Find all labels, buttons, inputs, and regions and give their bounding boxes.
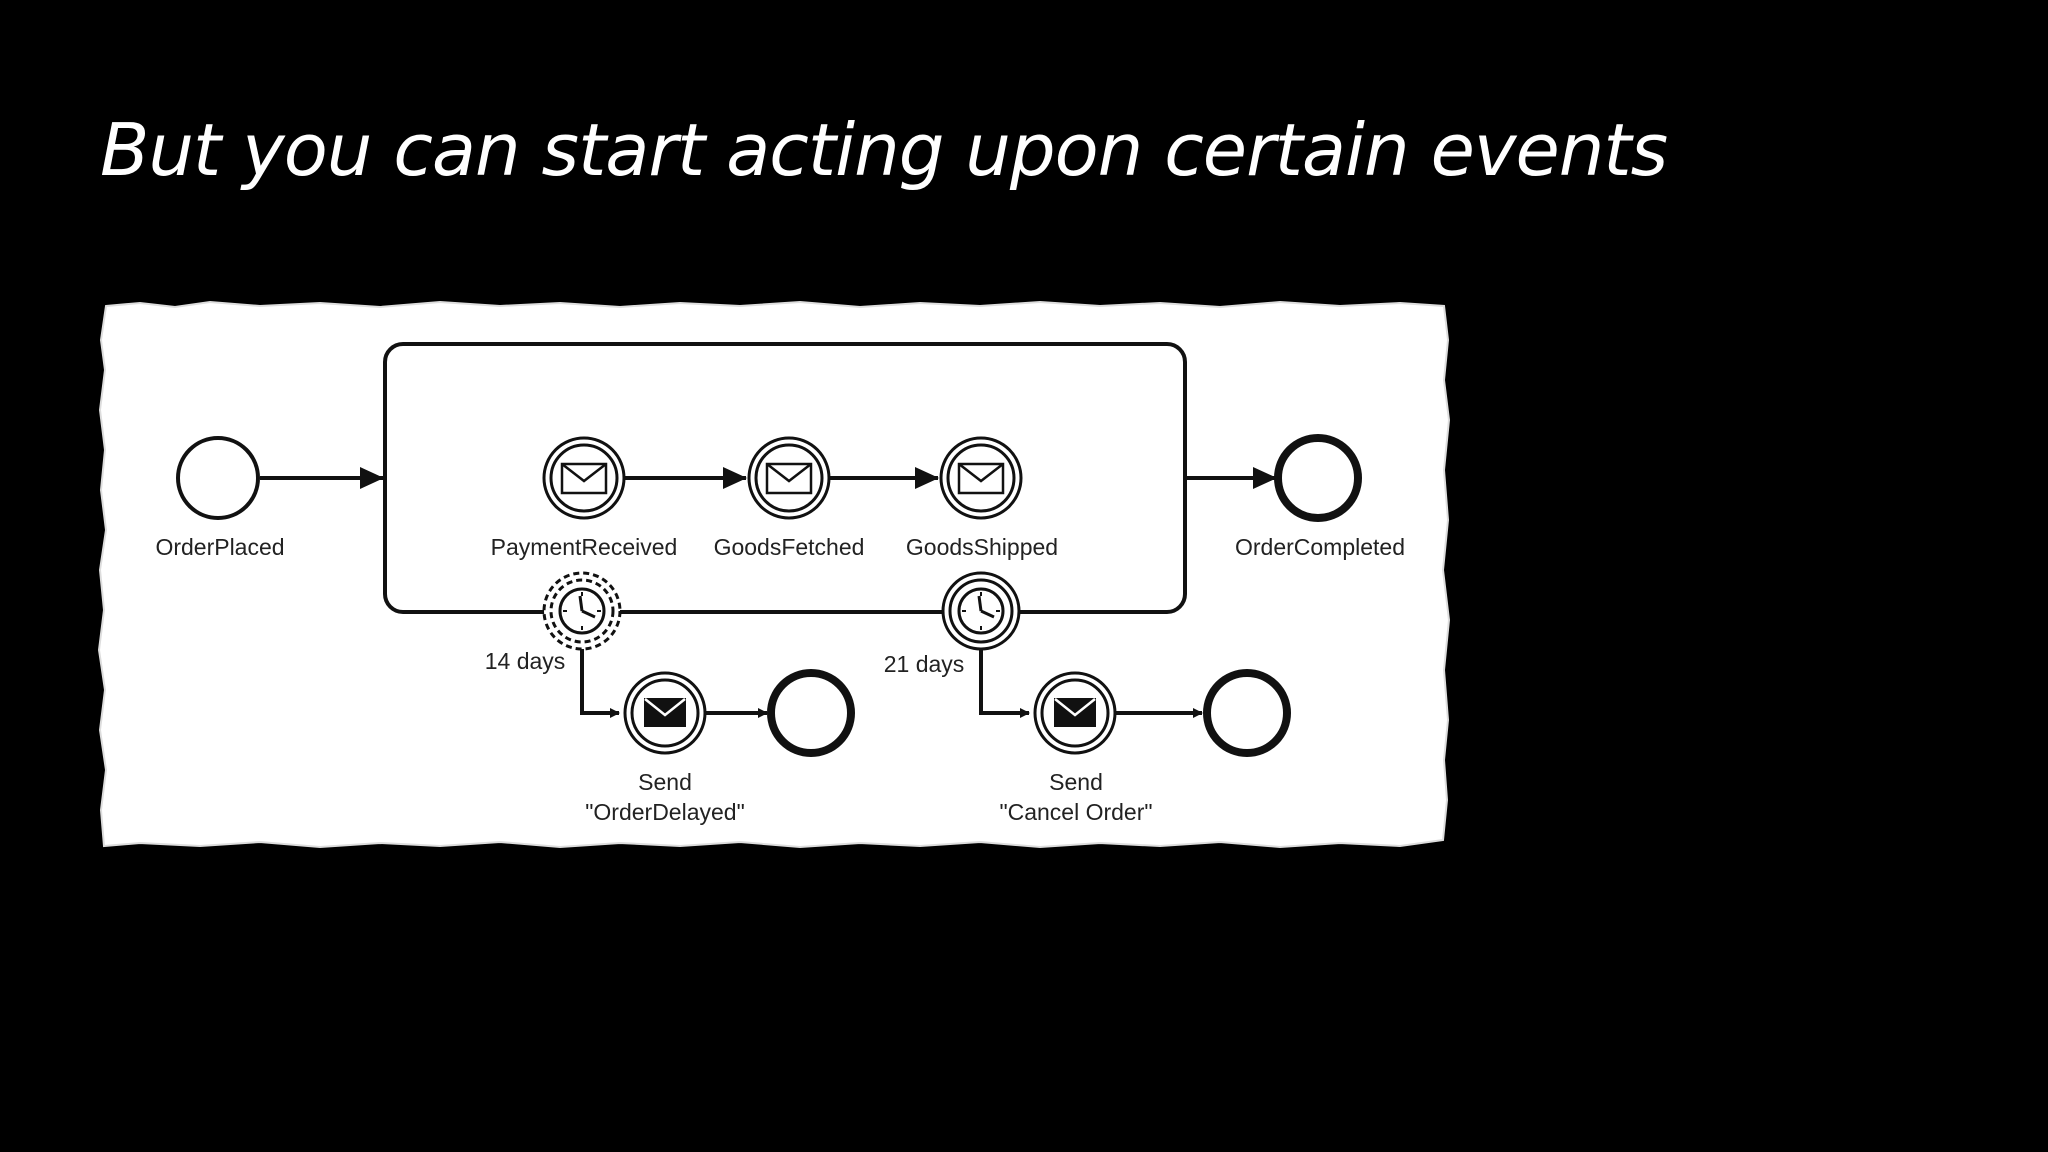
event-inner-ring: [1040, 678, 1110, 748]
envelope-outline-icon: [765, 462, 813, 495]
event-inner-ring: [946, 443, 1016, 513]
start-event-circle: [176, 436, 260, 520]
send-cancel-order-label-line2: "Cancel Order": [999, 799, 1152, 825]
paper-background: [97, 300, 1451, 849]
start-event-order-placed: OrderPlaced: [155, 436, 285, 560]
envelope-filled-icon: [644, 698, 686, 727]
timer-inner-ring: [549, 578, 615, 644]
envelope-filled-icon: [1054, 698, 1096, 727]
clock-icon: [957, 587, 1005, 635]
event-payment-received: PaymentReceived: [491, 436, 678, 560]
event-goods-shipped: GoodsShipped: [906, 436, 1058, 560]
boundary-timer-14-days: 14 days: [485, 571, 622, 674]
boundary-timer-21-days: 21 days: [884, 571, 1021, 677]
envelope-outline-icon: [957, 462, 1005, 495]
send-order-delayed-label-line2: "OrderDelayed": [585, 799, 745, 825]
send-order-delayed-event: Send "OrderDelayed": [585, 671, 745, 825]
end-event-cancel-order: [1203, 669, 1291, 757]
timer-inner-ring: [948, 578, 1014, 644]
event-inner-ring: [754, 443, 824, 513]
slide-title: But you can start acting upon certain ev…: [100, 108, 1668, 192]
event-goods-fetched: GoodsFetched: [714, 436, 865, 560]
event-inner-ring: [630, 678, 700, 748]
envelope-outline-icon: [560, 462, 608, 495]
start-event-label: OrderPlaced: [155, 534, 284, 560]
event-inner-ring: [549, 443, 619, 513]
event-goods-fetched-label: GoodsFetched: [714, 534, 865, 560]
timer-duration-label: 14 days: [485, 648, 566, 674]
clock-icon: [558, 587, 606, 635]
send-cancel-order-event: Send "Cancel Order": [999, 671, 1153, 825]
event-payment-received-label: PaymentReceived: [491, 534, 678, 560]
end-event-circle: [1274, 434, 1362, 522]
end-event-label: OrderCompleted: [1235, 534, 1405, 560]
end-event-order-delayed: [767, 669, 855, 757]
flow-timer21-to-send: [979, 649, 1030, 718]
timer-duration-label: 21 days: [884, 651, 965, 677]
end-event-order-completed: OrderCompleted: [1235, 434, 1405, 560]
send-cancel-order-label-line1: Send: [1049, 769, 1103, 795]
send-order-delayed-label-line1: Send: [638, 769, 692, 795]
flow-timer14-to-send: [580, 649, 620, 718]
event-goods-shipped-label: GoodsShipped: [906, 534, 1058, 560]
